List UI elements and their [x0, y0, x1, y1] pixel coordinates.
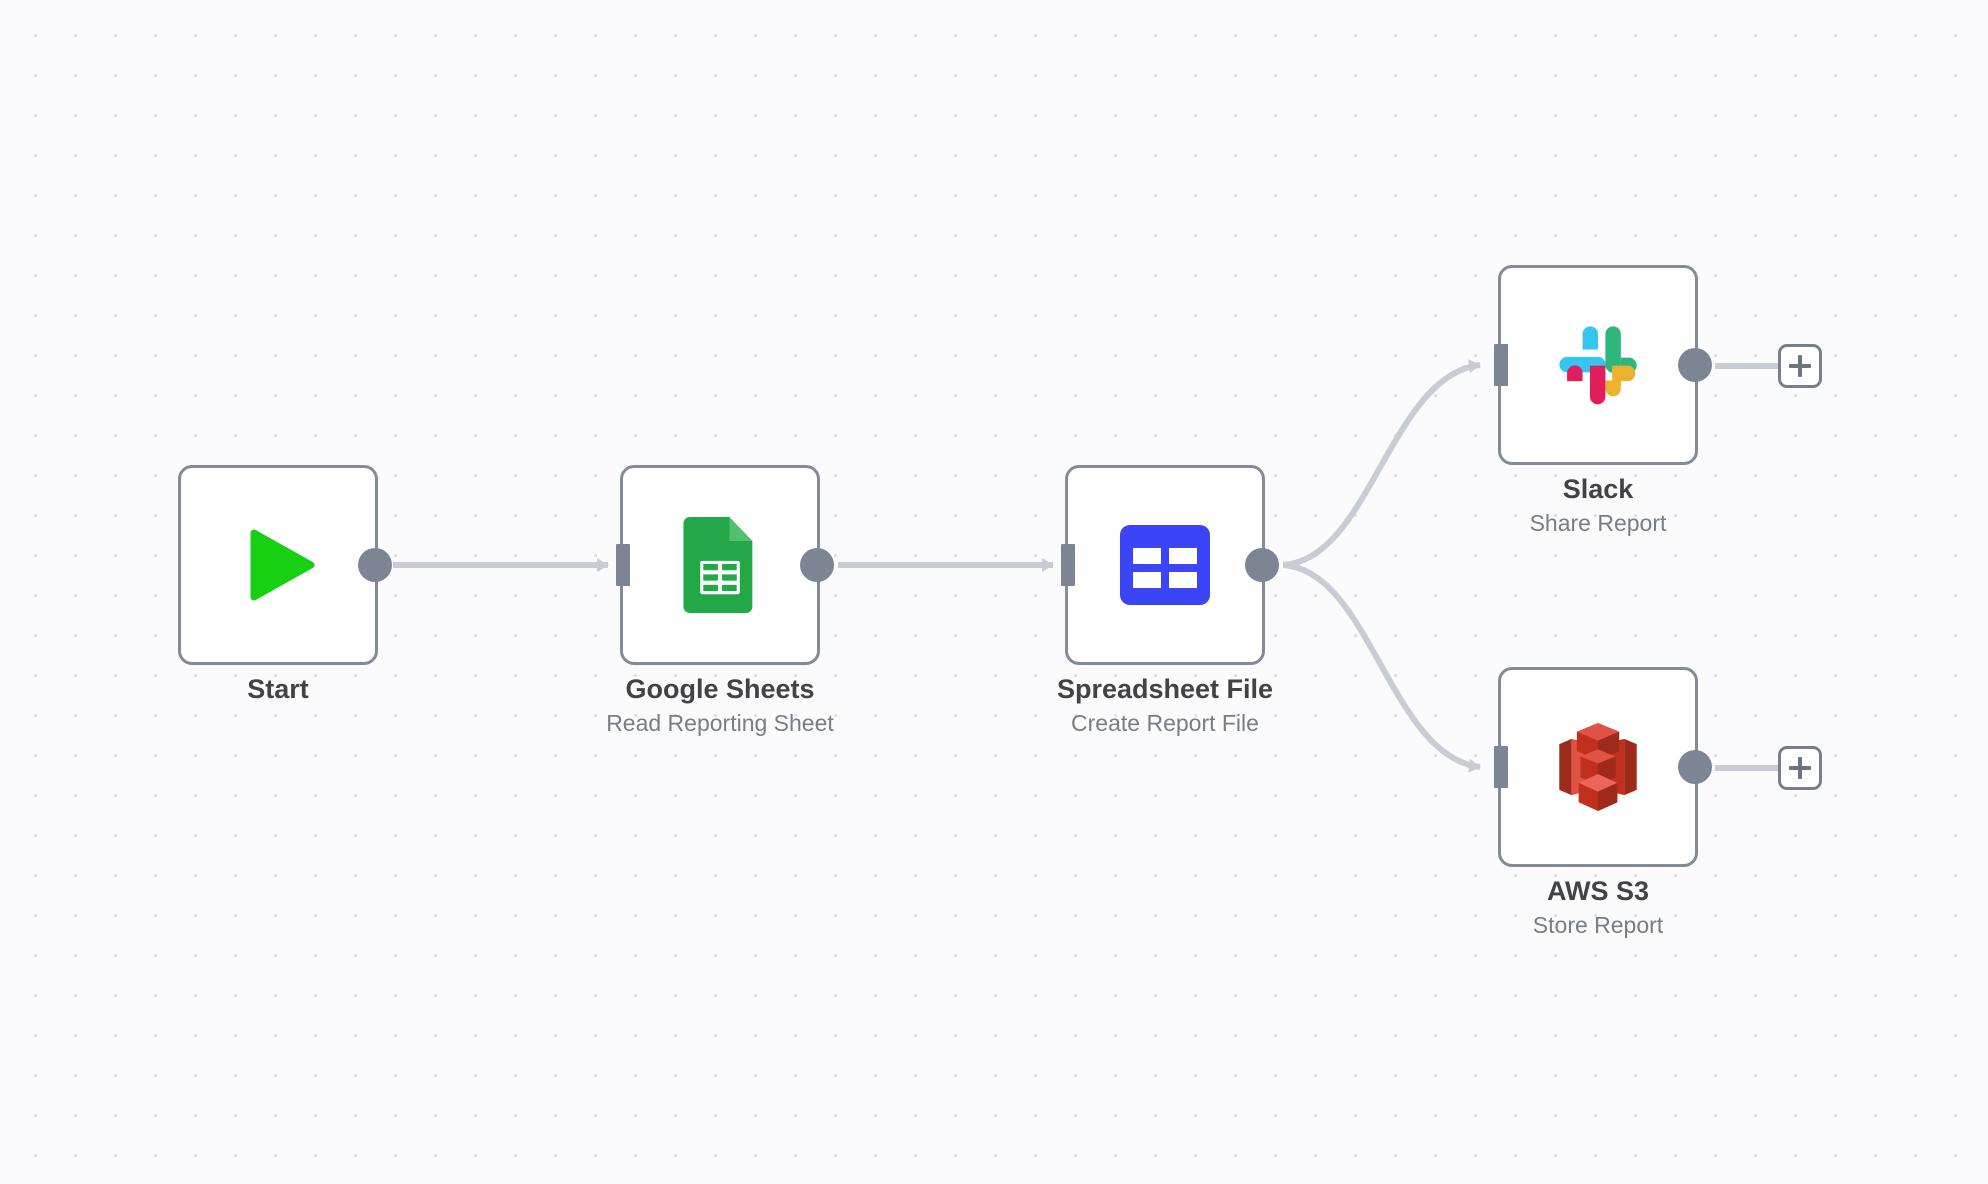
node-aws-s3-labels: AWS S3 Store Report: [1388, 874, 1808, 940]
node-spreadsheet-file-title: Spreadsheet File: [1056, 674, 1274, 704]
node-start-output-port[interactable]: [358, 548, 392, 582]
node-aws-s3-title: AWS S3: [1546, 876, 1650, 906]
node-start[interactable]: Start: [178, 465, 392, 704]
node-google-sheets-title: Google Sheets: [625, 674, 815, 704]
node-google-sheets-labels: Google Sheets Read Reporting Sheet: [510, 672, 930, 738]
node-spreadsheet-file-labels: Spreadsheet File Create Report File: [955, 672, 1375, 738]
play-triangle-icon: [230, 517, 326, 613]
node-aws-s3-input-port[interactable]: [1494, 746, 1508, 788]
plus-icon-vertical: [1798, 355, 1802, 377]
node-spreadsheet-file-subtitle: Create Report File: [1071, 709, 1259, 736]
node-slack-output-port[interactable]: [1678, 348, 1712, 382]
spreadsheet-grid-icon: [1117, 517, 1213, 613]
node-aws-s3[interactable]: AWS S3 Store Report: [1494, 667, 1712, 938]
node-spreadsheet-file[interactable]: Spreadsheet File Create Report File: [1057, 465, 1279, 736]
aws-s3-bucket-icon: [1550, 719, 1646, 815]
node-aws-s3-subtitle: Store Report: [1532, 911, 1664, 938]
node-slack-input-port[interactable]: [1494, 344, 1508, 386]
node-start-box[interactable]: [178, 465, 392, 665]
node-slack-labels: Slack Share Report: [1388, 472, 1808, 538]
node-google-sheets-output-port[interactable]: [800, 548, 834, 582]
node-google-sheets-input-port[interactable]: [616, 544, 630, 586]
node-google-sheets-subtitle: Read Reporting Sheet: [606, 709, 834, 736]
node-spreadsheet-file-output-port[interactable]: [1245, 548, 1279, 582]
node-start-title: Start: [247, 674, 309, 704]
node-start-labels: Start: [68, 672, 488, 707]
node-slack[interactable]: Slack Share Report: [1494, 265, 1712, 536]
node-slack-title: Slack: [1562, 474, 1634, 504]
plus-icon-vertical: [1798, 757, 1802, 779]
node-google-sheets[interactable]: Google Sheets Read Reporting Sheet: [606, 465, 834, 736]
node-slack-box[interactable]: [1494, 265, 1712, 465]
add-node-button-slack[interactable]: [1778, 344, 1822, 388]
node-aws-s3-box[interactable]: [1494, 667, 1712, 867]
node-aws-s3-output-port[interactable]: [1678, 750, 1712, 784]
node-google-sheets-box[interactable]: [616, 465, 834, 665]
node-spreadsheet-file-box[interactable]: [1061, 465, 1279, 665]
add-node-button-aws-s3[interactable]: [1778, 746, 1822, 790]
google-sheets-icon: [672, 517, 768, 613]
node-slack-subtitle: Share Report: [1529, 509, 1667, 536]
slack-logo-icon: [1550, 317, 1646, 413]
node-spreadsheet-file-input-port[interactable]: [1061, 544, 1075, 586]
